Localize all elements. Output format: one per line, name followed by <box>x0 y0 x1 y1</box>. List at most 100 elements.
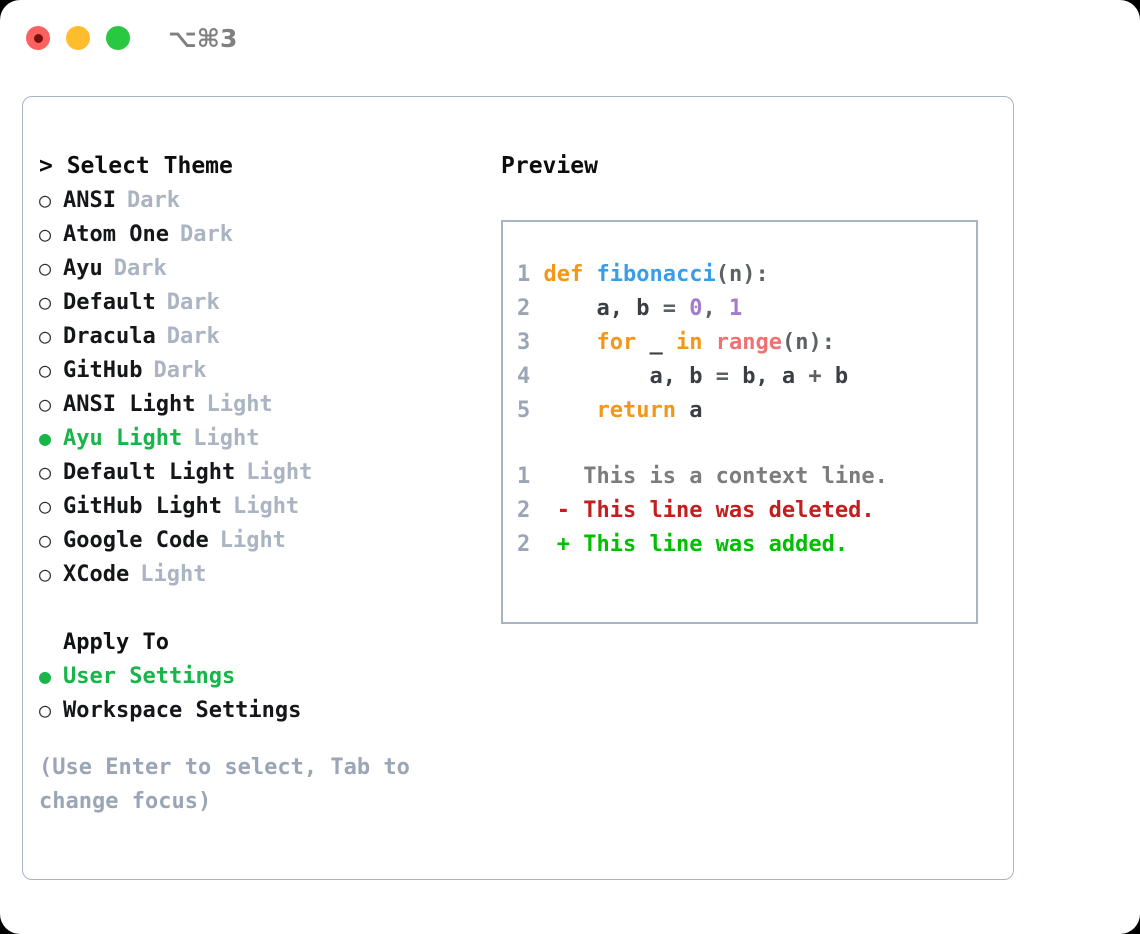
code-line: 1 def fibonacci(n): <box>517 258 848 292</box>
theme-variant-badge: Light <box>140 562 207 587</box>
close-button[interactable] <box>26 26 50 50</box>
radio-unselected-icon[interactable]: ○ <box>39 290 52 314</box>
theme-variant-badge: Dark <box>153 358 207 383</box>
theme-variant-badge: Dark <box>113 256 167 281</box>
code-token: fibonacci <box>596 262 716 287</box>
theme-option-label: GitHub <box>63 358 143 383</box>
diff-line-text: - This line was deleted. <box>530 498 875 523</box>
code-token: a, b <box>543 364 716 389</box>
theme-variant-badge: Dark <box>166 324 220 349</box>
window-controls <box>26 26 130 50</box>
maximize-button[interactable] <box>106 26 130 50</box>
apply-to-option-label: Workspace Settings <box>63 698 302 723</box>
radio-selected-icon[interactable]: ● <box>39 664 52 688</box>
code-token: + <box>808 364 835 389</box>
code-token: , <box>702 296 729 321</box>
gutter-space <box>530 262 543 287</box>
radio-unselected-icon[interactable]: ○ <box>39 324 52 348</box>
apply-to-option-workspace-settings[interactable]: ○ Workspace Settings <box>39 693 479 727</box>
gutter-space <box>530 364 543 389</box>
theme-option-label: Default Light <box>63 460 236 485</box>
theme-option-xcode[interactable]: ○ XCode Light <box>39 557 479 591</box>
radio-unselected-icon[interactable]: ○ <box>39 222 52 246</box>
preview-column: Preview 1 def fibonacci(n):2 a, b = 0, 1… <box>501 149 1001 624</box>
code-token: _ <box>636 330 676 355</box>
diff-sample: 1 This is a context line.2 - This line w… <box>517 460 888 562</box>
theme-option-github[interactable]: ○ GitHub Dark <box>39 353 479 387</box>
apply-to-option-user-settings[interactable]: ● User Settings <box>39 659 479 693</box>
apply-to-option-list[interactable]: ● User Settings ○ Workspace Settings <box>39 659 479 727</box>
apply-to-heading: ○ Apply To <box>39 625 479 659</box>
code-token: = <box>662 296 690 321</box>
code-line: 2 a, b = 0, 1 <box>517 292 848 326</box>
apply-to-option-label: User Settings <box>63 664 236 689</box>
theme-option-ayu[interactable]: ○ Ayu Dark <box>39 251 479 285</box>
radio-unselected-icon[interactable]: ○ <box>39 494 52 518</box>
theme-option-label: Default <box>63 290 156 315</box>
code-token: range <box>715 330 782 355</box>
code-token: 0 <box>689 296 703 321</box>
radio-unselected-icon[interactable]: ○ <box>39 392 52 416</box>
radio-unselected-icon[interactable]: ○ <box>39 528 52 552</box>
code-token: return <box>596 398 676 423</box>
theme-option-default-light[interactable]: ○ Default Light Light <box>39 455 479 489</box>
diff-line-text: This is a context line. <box>530 464 888 489</box>
line-number: 2 <box>517 296 531 321</box>
section-spacer <box>39 591 479 625</box>
code-token: b, a <box>742 364 809 389</box>
theme-variant-badge: Light <box>193 426 260 451</box>
diff-line: 2 - This line was deleted. <box>517 494 888 528</box>
theme-variant-badge: Light <box>232 494 300 519</box>
theme-variant-badge: Light <box>206 392 273 417</box>
keyboard-hint-text: (Use Enter to select, Tab to change focu… <box>39 755 410 814</box>
radio-unselected-icon[interactable]: ○ <box>39 562 52 586</box>
code-line: 4 a, b = b, a + b <box>517 360 848 394</box>
select-theme-title: > Select Theme <box>39 153 233 179</box>
code-token: (n): <box>781 330 835 355</box>
line-number: 1 <box>517 262 531 287</box>
theme-option-label: Atom One <box>63 222 169 247</box>
code-token <box>702 330 715 355</box>
radio-unselected-icon[interactable]: ○ <box>39 698 52 722</box>
radio-unselected-icon[interactable]: ○ <box>39 460 52 484</box>
code-token: for <box>596 330 637 355</box>
theme-variant-badge: Light <box>246 460 313 485</box>
diff-line-number: 2 <box>517 532 531 557</box>
line-number: 3 <box>517 330 531 355</box>
keyboard-shortcut-label: ⌥⌘3 <box>168 24 238 53</box>
radio-unselected-icon[interactable]: ○ <box>39 188 52 212</box>
diff-line-number: 2 <box>517 498 531 523</box>
preview-title: Preview <box>501 153 598 179</box>
diff-line-text: + This line was added. <box>530 532 849 557</box>
diff-line: 1 This is a context line. <box>517 460 888 494</box>
theme-option-label: XCode <box>63 562 130 587</box>
code-token: 1 <box>728 296 743 321</box>
theme-option-label: Google Code <box>63 528 209 553</box>
title-bar: ⌥⌘3 <box>0 0 1140 78</box>
radio-selected-icon[interactable]: ● <box>39 426 52 450</box>
radio-unselected-icon[interactable]: ○ <box>39 256 52 280</box>
radio-unselected-icon[interactable]: ○ <box>39 358 52 382</box>
minimize-button[interactable] <box>66 26 90 50</box>
code-token: (n): <box>715 262 769 287</box>
code-line: 3 for _ in range(n): <box>517 326 848 360</box>
line-number: 4 <box>517 364 531 389</box>
code-token: in <box>675 330 703 355</box>
code-token <box>544 398 597 423</box>
code-token: def <box>543 262 584 287</box>
code-token <box>583 262 596 287</box>
theme-option-label: Ayu <box>63 256 103 281</box>
